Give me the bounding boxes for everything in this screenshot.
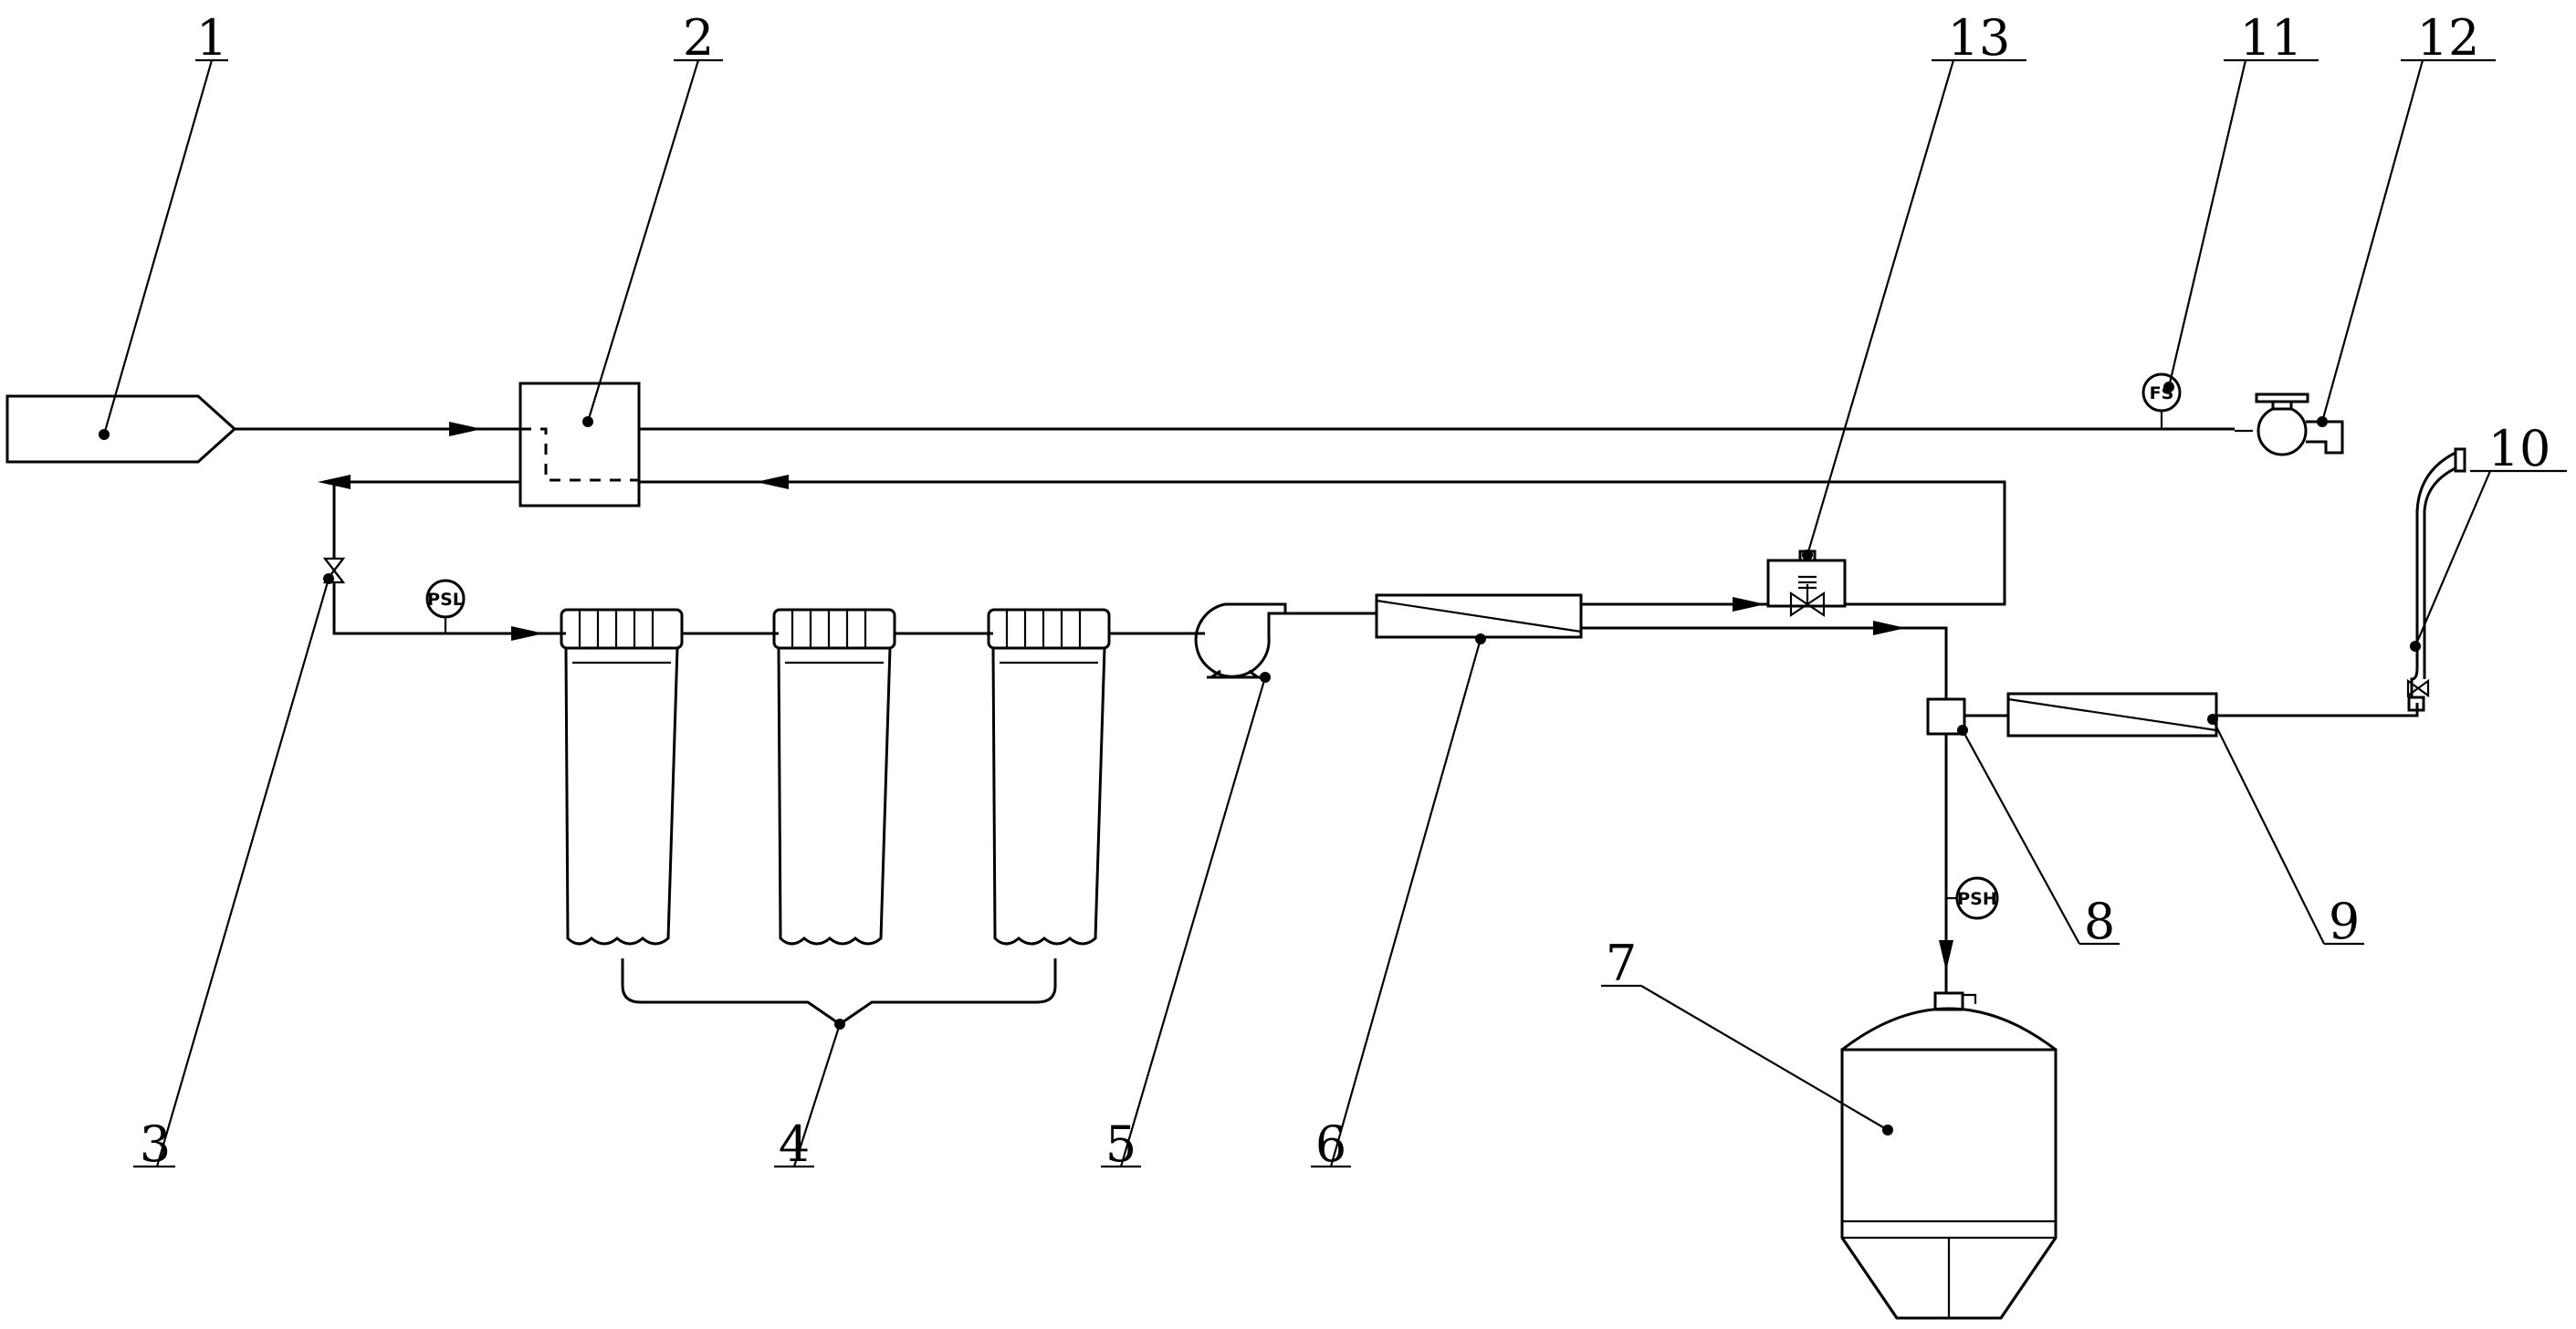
callout-6: 6 bbox=[1311, 633, 1486, 1173]
flow-arrows bbox=[318, 422, 1953, 971]
callout-4: 4 bbox=[774, 1019, 845, 1173]
callout-label-8: 8 bbox=[2084, 893, 2115, 950]
callout-label-9: 9 bbox=[2329, 893, 2360, 950]
callout-2: 2 bbox=[582, 9, 723, 427]
booster-pump bbox=[1194, 602, 1287, 679]
psl-gauge-label: PSL bbox=[427, 590, 464, 610]
callout-label-3: 3 bbox=[140, 1115, 171, 1173]
callout-label-4: 4 bbox=[779, 1115, 810, 1173]
callout-10: 10 bbox=[2410, 420, 2567, 652]
psh-gauge-label: PSH bbox=[1957, 889, 1997, 909]
callout-8: 8 bbox=[1957, 725, 2120, 950]
callout-label-7: 7 bbox=[1606, 935, 1637, 992]
callout-label-12: 12 bbox=[2417, 9, 2480, 67]
callout-label-5: 5 bbox=[1105, 1115, 1136, 1173]
callout-label-11: 11 bbox=[2240, 9, 2303, 67]
filters-brace bbox=[621, 958, 1057, 1026]
fs-gauge: FS bbox=[2141, 372, 2182, 413]
callout-1: 1 bbox=[99, 9, 228, 440]
ro-membrane bbox=[1375, 593, 1583, 639]
filter-housing-3 bbox=[987, 608, 1111, 946]
callout-label-13: 13 bbox=[1948, 9, 2011, 67]
post-filter bbox=[2006, 692, 2218, 738]
callout-11: 11 bbox=[2163, 9, 2319, 392]
callout-13: 13 bbox=[1802, 9, 2026, 560]
callout-9: 9 bbox=[2207, 714, 2364, 950]
wastewater-valve bbox=[1766, 549, 1847, 618]
callout-label-2: 2 bbox=[683, 9, 714, 67]
callout-label-10: 10 bbox=[2488, 420, 2551, 477]
filter-housing-1 bbox=[560, 608, 684, 946]
psh-gauge: PSH bbox=[1955, 876, 1999, 920]
callout-label-1: 1 bbox=[196, 9, 227, 67]
storage-tank bbox=[1840, 991, 2058, 1320]
psl-gauge: PSL bbox=[425, 579, 466, 619]
tap-faucet bbox=[2235, 392, 2344, 456]
inlet-source bbox=[5, 394, 237, 464]
callout-3: 3 bbox=[133, 573, 334, 1173]
callout-label-6: 6 bbox=[1315, 1115, 1346, 1173]
filter-housing-2 bbox=[772, 608, 896, 946]
callout-12: 12 bbox=[2317, 9, 2496, 427]
gooseneck-faucet bbox=[2406, 447, 2466, 712]
callout-7: 7 bbox=[1601, 935, 1893, 1135]
switch-block bbox=[518, 382, 641, 508]
callout-5: 5 bbox=[1101, 672, 1271, 1173]
